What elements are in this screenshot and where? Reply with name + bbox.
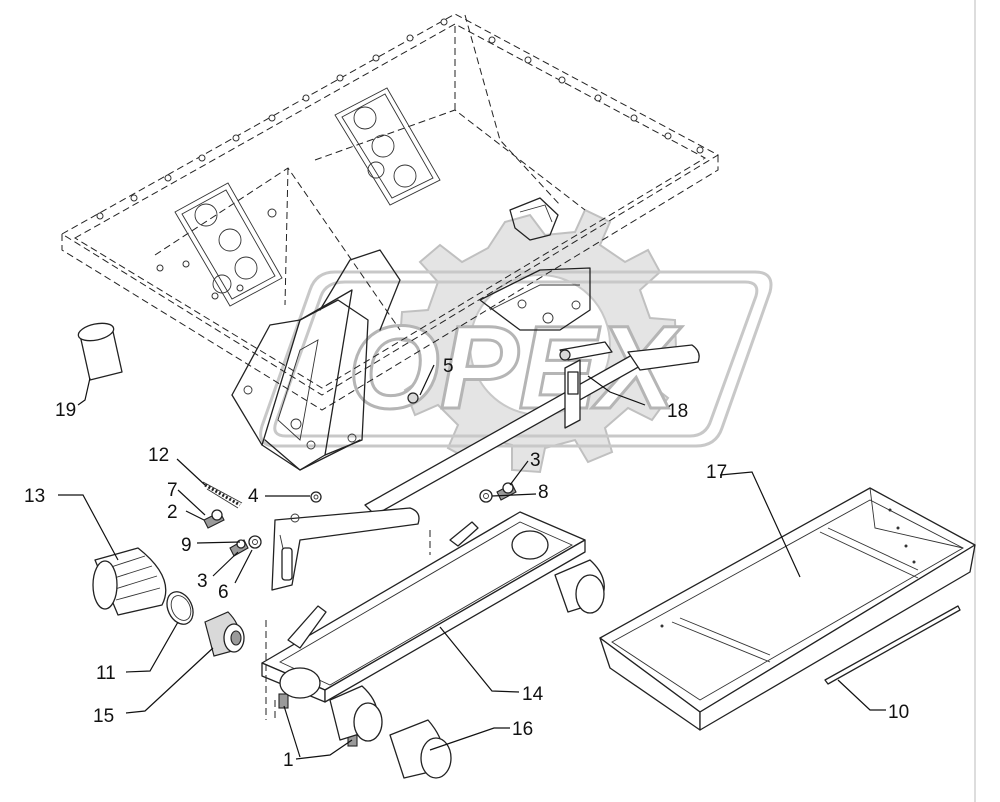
callout-11: 11 (96, 663, 116, 684)
rod (824, 605, 961, 685)
callout-15: 15 (93, 706, 114, 727)
callout-labels: 19 5 18 12 13 7 2 4 9 3 6 3 8 17 11 14 1… (24, 356, 909, 771)
callout-10: 10 (888, 702, 909, 723)
clamp-ring (166, 591, 194, 625)
callout-16: 16 (512, 719, 533, 740)
callout-3-left: 3 (197, 571, 208, 592)
sleeve (92, 547, 167, 616)
bushing (204, 611, 245, 657)
callout-9: 9 (181, 535, 192, 556)
callout-8: 8 (538, 482, 549, 503)
agitator-tray (261, 511, 586, 720)
callout-2: 2 (167, 502, 178, 523)
callout-1: 1 (283, 750, 294, 771)
callout-13: 13 (24, 486, 45, 507)
callout-3-right: 3 (530, 450, 541, 471)
spring (202, 481, 243, 509)
callout-6: 6 (218, 582, 229, 603)
callout-14: 14 (522, 684, 544, 705)
roller-16 (329, 559, 605, 779)
callout-7: 7 (167, 480, 178, 501)
callout-4: 4 (248, 486, 259, 507)
leader-lines (58, 364, 886, 760)
callout-17: 17 (706, 462, 727, 483)
callout-5: 5 (443, 356, 454, 377)
callout-18: 18 (667, 401, 688, 422)
callout-12: 12 (148, 445, 169, 466)
cap (77, 322, 123, 381)
watermark-frame (259, 270, 773, 448)
hopper-frame (61, 13, 720, 411)
side-bracket (231, 249, 591, 471)
collection-tray (599, 487, 976, 731)
lever-plate (271, 507, 420, 591)
lever-rod (364, 341, 700, 516)
callout-19: 19 (55, 400, 76, 421)
perforated-plate-left (174, 182, 283, 307)
perforated-plate-right (334, 87, 441, 206)
